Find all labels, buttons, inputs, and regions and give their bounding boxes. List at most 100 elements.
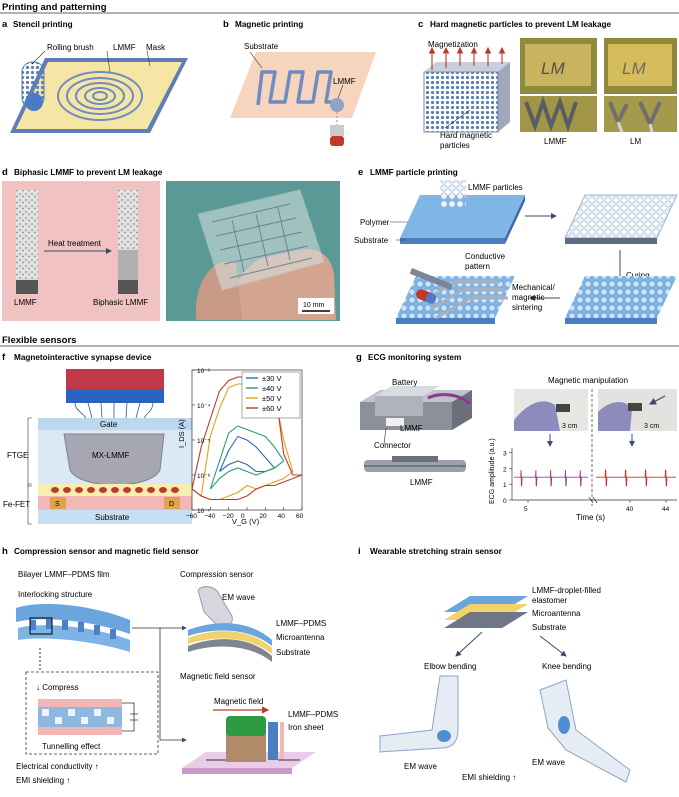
label-lmmf-a: LMMF — [113, 43, 136, 52]
serpentine-trace — [256, 70, 340, 106]
y-tick-label: 10⁻⁷ — [197, 508, 211, 515]
label-magnetic-manipulation: Magnetic manipulation — [548, 376, 628, 385]
panel-e-letter: e — [358, 167, 363, 178]
label-hard-magnetic-1: Hard magnetic — [440, 131, 492, 140]
axis-break — [588, 496, 598, 504]
panel-h-letter: h — [2, 546, 8, 557]
legend-label-1: ±40 V — [262, 384, 282, 393]
interlocking-film — [16, 604, 130, 652]
label-mask: Mask — [146, 43, 166, 52]
field-lines — [74, 402, 154, 419]
panel-i-title: Wearable stretching strain sensor — [370, 547, 503, 556]
label-microantenna-i: Microantenna — [532, 609, 581, 618]
label-mech-2: magnetic — [512, 293, 544, 302]
magnet-top — [66, 369, 164, 389]
label-bilayer: Bilayer LMMF–PDMS film — [18, 570, 110, 579]
label-magnetic-field-sensor: Magnetic field sensor — [180, 672, 256, 681]
label-scale-10mm: 10 mm — [303, 302, 325, 309]
zoom-box — [29, 617, 53, 635]
spiral-pattern — [57, 71, 143, 121]
conductive-pattern-layer — [396, 267, 515, 324]
svg-text:LM: LM — [541, 59, 565, 78]
axis-xlabel: V_G (V) — [232, 517, 260, 526]
label-interlock: Interlocking structure — [18, 590, 93, 599]
photo-lm-top: LM — [604, 38, 677, 94]
photo-hand-left — [514, 389, 588, 431]
sensor-stack — [188, 623, 272, 662]
x-tick-label: −40 — [204, 513, 215, 520]
y-tick-label: 10⁻⁶ — [197, 473, 211, 480]
label-connector: Connector — [374, 441, 411, 450]
ecg-y-tick-label: 2 — [503, 466, 507, 473]
label-magnetic-field: Magnetic field — [214, 697, 263, 706]
label-substrate-b: Substrate — [244, 42, 279, 51]
strain-sensor-stack — [444, 596, 528, 628]
label-heat-treatment: Heat treatment — [48, 239, 102, 248]
label-scale-3cm-2: 3 cm — [644, 423, 659, 430]
label-emi-h: EMI shielding ↑ — [16, 776, 70, 785]
series-line-1 — [209, 425, 285, 490]
ecg-x-tick-label: 5 — [524, 506, 528, 513]
label-lmmf-b: LMMF — [333, 77, 356, 86]
axis-ylabel: I_DS (A) — [177, 419, 186, 448]
section-header-flexible: Flexible sensors — [2, 335, 76, 346]
photo-lmmf-top: LM — [520, 38, 597, 94]
magnet-icon — [330, 98, 344, 146]
label-gate: Gate — [100, 420, 118, 429]
caption-lm: LM — [630, 137, 641, 146]
x-tick-label: 60 — [296, 513, 304, 520]
panel-b: b Magnetic printing Substrate LMMF — [223, 19, 376, 146]
printing-tool-icon — [409, 267, 453, 304]
label-compress: ↓ Compress — [36, 683, 79, 692]
ecg-y-tick-label: 0 — [503, 498, 507, 505]
panel-c-title: Hard magnetic particles to prevent LM le… — [430, 20, 612, 29]
label-elec-conductivity: Electrical conductivity ↑ — [16, 762, 99, 771]
label-scale-3cm-1: 3 cm — [562, 423, 577, 430]
x-tick-label: 40 — [278, 513, 286, 520]
dipole-row — [51, 487, 179, 493]
panel-e-title: LMMF particle printing — [370, 168, 458, 177]
label-lmmf-g2: LMMF — [410, 478, 433, 487]
panel-g-title: ECG monitoring system — [368, 353, 461, 362]
particle-layer-cured — [565, 276, 677, 324]
label-polymer: Polymer — [360, 218, 390, 227]
label-curing: Curing — [626, 271, 650, 280]
magnetization-arrows — [428, 46, 506, 70]
label-battery: Battery — [392, 378, 417, 387]
lmmf-strip — [16, 190, 38, 294]
photo-lmmf-bottom — [520, 95, 597, 133]
panel-e: e LMMF particle printing LMMF particles … — [354, 167, 678, 324]
label-lmmf-pdms: LMMF–PDMS — [276, 619, 326, 628]
mask-sheet — [16, 62, 182, 129]
panel-g-letter: g — [356, 352, 362, 363]
substrate-f — [38, 510, 192, 524]
label-conductive-2: pattern — [465, 262, 490, 271]
label-lmmf-particles: LMMF particles — [468, 183, 523, 192]
panel-d-letter: d — [2, 167, 8, 178]
panel-b-title: Magnetic printing — [235, 20, 303, 29]
ecg-device-side — [364, 456, 466, 472]
hard-magnetic-cube — [423, 62, 510, 133]
x-tick-label: 0 — [241, 513, 245, 520]
label-emi-i: EMI shielding ↑ — [462, 773, 516, 782]
rolling-brush-icon — [21, 61, 45, 111]
panel-f: f Magnetointeractive synapse device Gate… — [2, 352, 304, 526]
panel-f-title: Magnetointeractive synapse device — [14, 353, 152, 362]
label-biphasic: Biphasic LMMF — [93, 298, 148, 307]
label-mech-1: Mechanical/ — [512, 283, 555, 292]
label-drain: D — [169, 501, 174, 508]
label-ftge: FTGE — [7, 451, 28, 460]
legend-box — [241, 371, 301, 419]
tunnelling-schematic — [38, 699, 138, 735]
label-lmmf-d: LMMF — [14, 298, 37, 307]
label-lmmf-g: LMMF — [400, 424, 423, 433]
y-tick-label: 10⁻⁵ — [197, 438, 211, 445]
label-droplet-2: elastomer — [532, 596, 567, 605]
label-compression-sensor: Compression sensor — [180, 570, 254, 579]
ecg-trace-left — [514, 470, 588, 487]
label-substrate-i: Substrate — [532, 623, 567, 632]
y-tick-label: 10⁻⁴ — [197, 403, 211, 410]
